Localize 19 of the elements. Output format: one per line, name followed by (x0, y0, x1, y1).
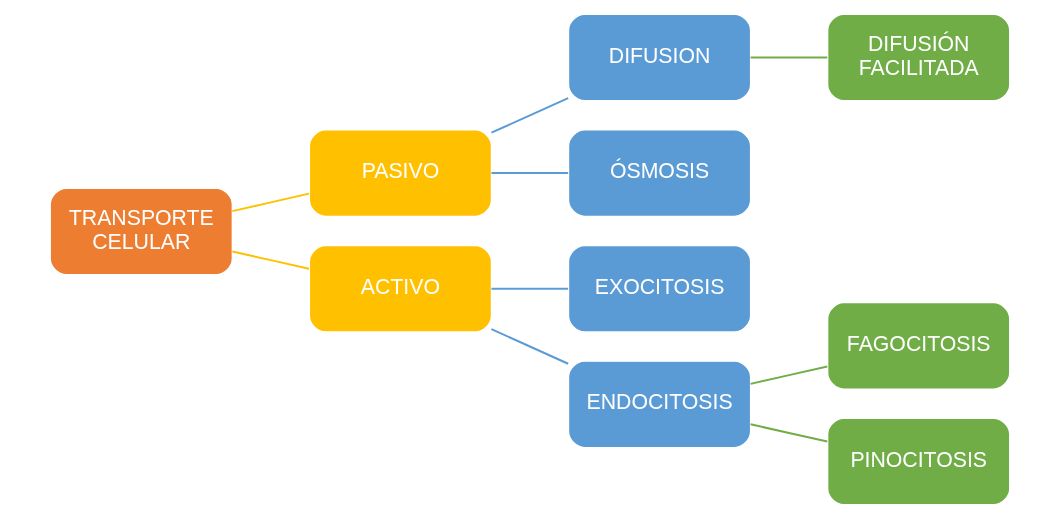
connector (749, 364, 828, 385)
node-box: DIFUSIÓN FACILITADA (826, 13, 1010, 101)
node-box: ÓSMOSIS (567, 128, 751, 217)
node-box: FAGOCITOSIS (826, 301, 1010, 390)
connector (230, 192, 310, 212)
node-box: EXOCITOSIS (567, 244, 751, 333)
node-box: ENDOCITOSIS (567, 360, 751, 448)
connector (230, 250, 310, 270)
connector (749, 422, 828, 442)
connector (489, 171, 569, 174)
connector (489, 327, 569, 365)
connector (489, 96, 569, 134)
node-box: DIFUSION (567, 13, 751, 101)
node-box: PINOCITOSIS (826, 417, 1010, 505)
connector (489, 287, 569, 290)
node-box: PASIVO (308, 128, 492, 217)
connector (749, 56, 828, 58)
node-box: TRANSPORTE CELULAR (49, 187, 233, 275)
node-box: ACTIVO (308, 244, 492, 333)
